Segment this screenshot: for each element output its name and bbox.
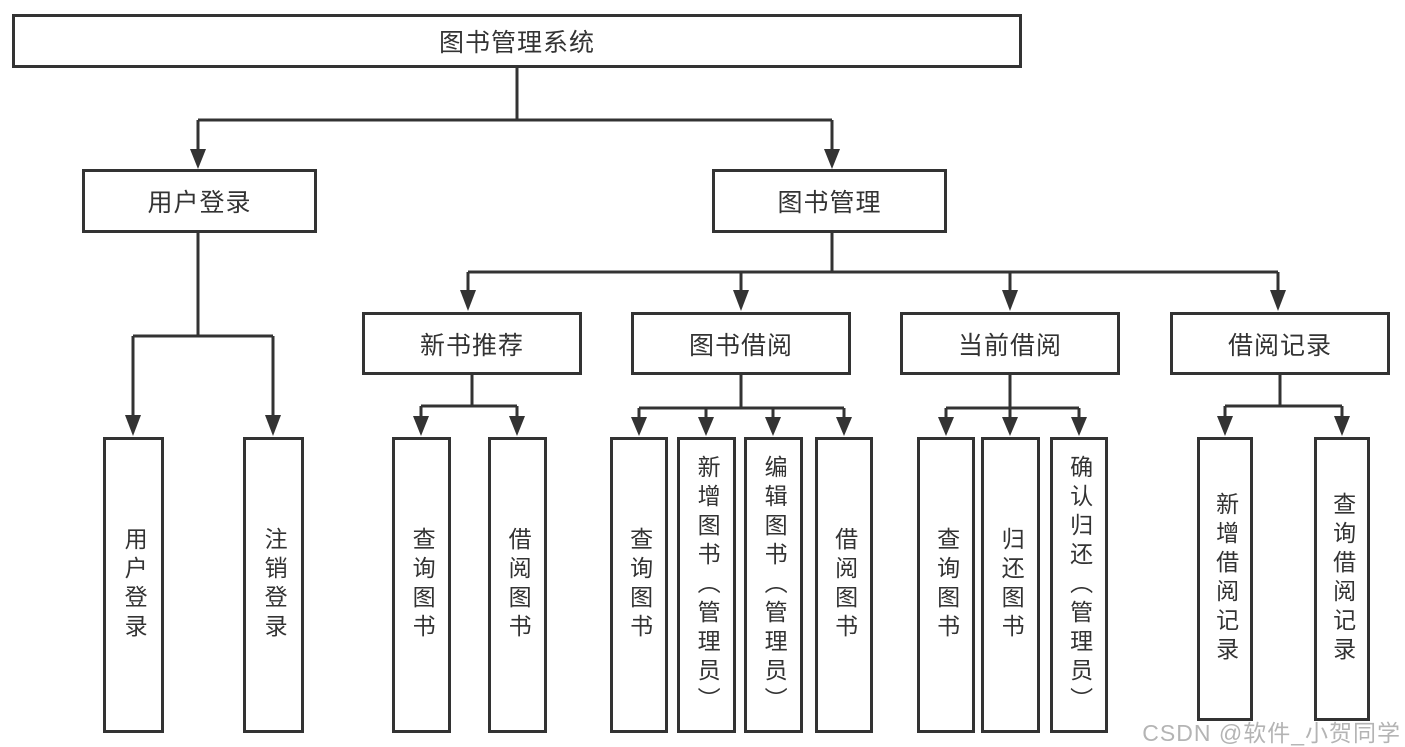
leaf-bb-query-books-label: 查询图书 <box>626 527 653 643</box>
node-borrowing-records-label: 借阅记录 <box>1227 331 1332 360</box>
arrowhead-nb-borrow <box>509 416 525 436</box>
connector-book-borrow-children <box>637 375 846 419</box>
node-library-system-label: 图书管理系统 <box>438 29 595 57</box>
node-user-login-label: 用户登录 <box>147 189 252 217</box>
leaf-cb-return-books-label: 归还图书 <box>998 527 1025 643</box>
node-book-management: 图书管理 <box>712 169 947 233</box>
arrowhead-book-management <box>824 149 840 169</box>
leaf-br-query-record: 查询借阅记录 <box>1314 437 1370 721</box>
node-current-borrowing-label: 当前借阅 <box>957 331 1062 360</box>
arrowhead-bb-edit <box>765 417 781 436</box>
connector-user-login-children <box>131 233 275 417</box>
node-book-management-label: 图书管理 <box>777 189 882 217</box>
arrowhead-cb-confirm <box>1071 417 1087 436</box>
leaf-br-add-record: 新增借阅记录 <box>1197 437 1253 721</box>
arrowhead-nb-search <box>413 416 429 436</box>
leaf-bb-add-books-admin: 新增图书（管理员） <box>677 437 736 733</box>
node-user-login: 用户登录 <box>82 169 317 233</box>
arrowhead-bb-add <box>698 417 714 436</box>
leaf-bb-edit-books-admin: 编辑图书（管理员） <box>744 437 803 733</box>
leaf-br-query-record-label: 查询借阅记录 <box>1329 492 1356 666</box>
node-new-book-recommend: 新书推荐 <box>362 312 582 375</box>
arrowhead-cb-search <box>938 417 954 436</box>
leaf-cb-return-books: 归还图书 <box>981 437 1040 733</box>
leaf-cb-query-books: 查询图书 <box>917 437 975 733</box>
connector-new-books-children <box>419 375 519 418</box>
arrowhead-bb-search <box>631 417 647 436</box>
arrowhead-br-search <box>1334 416 1350 436</box>
arrowhead-borrow-records <box>1270 290 1286 311</box>
connector-book-mgmt-children <box>466 233 1280 292</box>
arrowhead-bb-borrow <box>836 417 852 436</box>
arrowhead-current-borrow <box>1002 290 1018 311</box>
connector-borrow-records-children <box>1223 375 1344 418</box>
arrowhead-leaf-logout <box>265 415 281 436</box>
leaf-cb-confirm-return-admin-label: 确认归还（管理员） <box>1066 454 1093 716</box>
arrowhead-leaf-user-login <box>125 415 141 436</box>
leaf-bb-query-books: 查询图书 <box>610 437 668 733</box>
leaf-bb-borrow-books: 借阅图书 <box>815 437 873 733</box>
arrowhead-br-add <box>1217 416 1233 436</box>
leaf-user-login: 用户登录 <box>103 437 164 733</box>
leaf-bb-borrow-books-label: 借阅图书 <box>831 527 858 643</box>
arrowhead-cb-return <box>1002 417 1018 436</box>
leaf-nb-borrow-books-label: 借阅图书 <box>505 527 532 643</box>
connector-root-to-level2 <box>196 67 834 151</box>
node-current-borrowing: 当前借阅 <box>900 312 1120 375</box>
node-book-borrowing-label: 图书借阅 <box>688 331 793 360</box>
leaf-nb-borrow-books: 借阅图书 <box>488 437 547 733</box>
leaf-user-login-label: 用户登录 <box>121 527 148 643</box>
arrowhead-new-books <box>460 290 476 311</box>
leaf-nb-query-books: 查询图书 <box>392 437 451 733</box>
leaf-cb-confirm-return-admin: 确认归还（管理员） <box>1050 437 1108 733</box>
leaf-logout-login: 注销登录 <box>243 437 304 733</box>
leaf-cb-query-books-label: 查询图书 <box>933 527 960 643</box>
leaf-br-add-record-label: 新增借阅记录 <box>1212 492 1239 666</box>
node-new-book-recommend-label: 新书推荐 <box>419 331 524 360</box>
leaf-bb-edit-books-admin-label: 编辑图书（管理员） <box>761 454 788 716</box>
connector-current-borrow-children <box>944 375 1081 419</box>
arrowhead-book-borrow <box>733 290 749 311</box>
arrowhead-user-login <box>190 149 206 169</box>
watermark-text: CSDN @软件_小贺同学 <box>1142 720 1401 746</box>
node-library-system: 图书管理系统 <box>12 14 1022 68</box>
leaf-logout-login-label: 注销登录 <box>261 527 288 643</box>
leaf-bb-add-books-admin-label: 新增图书（管理员） <box>694 454 721 716</box>
node-borrowing-records: 借阅记录 <box>1170 312 1390 375</box>
node-book-borrowing: 图书借阅 <box>631 312 851 375</box>
leaf-nb-query-books-label: 查询图书 <box>409 527 436 643</box>
